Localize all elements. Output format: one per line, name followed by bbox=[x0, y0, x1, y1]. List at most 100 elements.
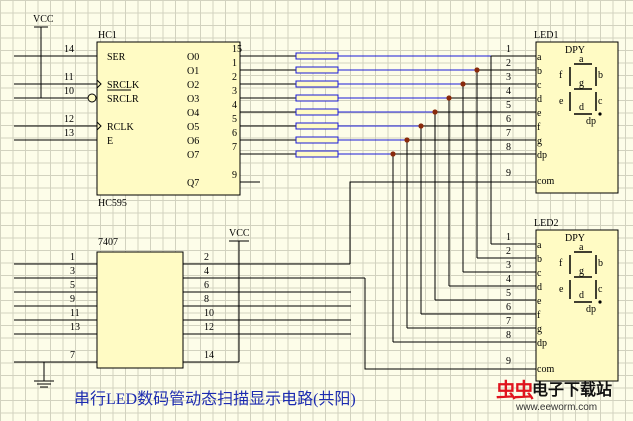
buffer-in-num: 9 bbox=[70, 294, 75, 305]
buffer-part: 7407 bbox=[98, 237, 118, 248]
seg-label-a: a bbox=[579, 242, 584, 253]
hc595-output-num: 4 bbox=[232, 100, 237, 111]
led-pin-num: 9 bbox=[506, 168, 511, 179]
buffer-in-num: 13 bbox=[70, 322, 80, 333]
resistor bbox=[295, 136, 339, 144]
seven-seg-dp-dot bbox=[598, 112, 602, 116]
hc595-pin-num: 11 bbox=[64, 72, 74, 83]
buffer-in-num: 11 bbox=[70, 308, 80, 319]
site-logo: 虫虫 电子下载站 www.eeworm.com bbox=[484, 372, 630, 418]
resistor bbox=[295, 66, 339, 74]
hc595-output-num: 6 bbox=[232, 128, 237, 139]
seg-label-b: b bbox=[598, 258, 603, 269]
led1-ref: LED1 bbox=[534, 30, 558, 41]
led-pin-num: 2 bbox=[506, 246, 511, 257]
led-pin-num: 3 bbox=[506, 72, 511, 83]
seg-label-dp: dp bbox=[586, 116, 596, 127]
hc595-output-name: O2 bbox=[187, 80, 199, 91]
led-pin-name: e bbox=[537, 296, 542, 307]
junction-dot bbox=[404, 137, 410, 143]
led-pin-name: dp bbox=[537, 338, 547, 349]
buffer-in-num: 5 bbox=[70, 280, 75, 291]
hc595-pin-name: E bbox=[107, 136, 113, 147]
hc595-pin-name: SRCLR bbox=[107, 94, 139, 105]
seg-label-g: g bbox=[579, 78, 584, 89]
buffer-out-num: 2 bbox=[204, 252, 209, 263]
hc595-output-num: 7 bbox=[232, 142, 237, 153]
led2-type: DPY bbox=[565, 233, 585, 244]
hc595-chip bbox=[96, 41, 241, 196]
buffer-in-num: 7 bbox=[70, 350, 75, 361]
junction-dot bbox=[460, 81, 466, 87]
junction-dot bbox=[418, 123, 424, 129]
led-pin-name: com bbox=[537, 176, 554, 187]
hc595-output-name: O0 bbox=[187, 52, 199, 63]
hc595-pin-num: 10 bbox=[64, 86, 74, 97]
led-pin-name: f bbox=[537, 122, 541, 133]
led-pin-name: com bbox=[537, 364, 554, 375]
buffer-out-num: 8 bbox=[204, 294, 209, 305]
hc595-output-name: O7 bbox=[187, 150, 199, 161]
hc595-ref: HC1 bbox=[98, 30, 117, 41]
resistor bbox=[295, 94, 339, 102]
seg-label-f: f bbox=[559, 258, 563, 269]
hc595-pin-name: RCLK bbox=[107, 122, 134, 133]
logo-name: 电子下载站 bbox=[532, 380, 613, 399]
hc595-output-name: Q7 bbox=[187, 178, 199, 189]
seg-label-c: c bbox=[598, 284, 603, 295]
hc595-output-num: 15 bbox=[232, 44, 242, 55]
logo-url: www.eeworm.com bbox=[516, 402, 598, 413]
buffer-7407-chip bbox=[96, 251, 184, 369]
seven-seg-dp-dot bbox=[598, 300, 602, 304]
seg-label-f: f bbox=[559, 70, 563, 81]
vcc-label-2: VCC bbox=[229, 228, 250, 239]
hc595-output-num: 5 bbox=[232, 114, 237, 125]
led-pin-num: 1 bbox=[506, 232, 511, 243]
junction-dot bbox=[474, 67, 480, 73]
hc595-output-num: 9 bbox=[232, 170, 237, 181]
buffer-out-num: 6 bbox=[204, 280, 209, 291]
hc595-output-num: 3 bbox=[232, 86, 237, 97]
com-led2-wire bbox=[364, 278, 536, 370]
resistor bbox=[295, 108, 339, 116]
hc595-pin-name: SER bbox=[107, 52, 126, 63]
led-pin-num: 5 bbox=[506, 100, 511, 111]
seg-label-g: g bbox=[579, 266, 584, 277]
led-pin-num: 7 bbox=[506, 128, 511, 139]
seg-label-b: b bbox=[598, 70, 603, 81]
led1-type: DPY bbox=[565, 45, 585, 56]
led-pin-name: f bbox=[537, 310, 541, 321]
buffer-out-num: 14 bbox=[204, 350, 214, 361]
hc595-part: HC595 bbox=[98, 198, 127, 209]
led-pin-name: c bbox=[537, 268, 542, 279]
led2-display bbox=[535, 229, 619, 382]
com-led1-wire bbox=[349, 181, 536, 264]
led-pin-name: b bbox=[537, 66, 542, 77]
seg-label-dp: dp bbox=[586, 304, 596, 315]
led-pin-num: 8 bbox=[506, 142, 511, 153]
buffer-in-num: 1 bbox=[70, 252, 75, 263]
seg-label-d: d bbox=[579, 290, 584, 301]
led-pin-name: b bbox=[537, 254, 542, 265]
hc595-pin-name: SRCLK bbox=[107, 80, 140, 91]
vcc-label-1: VCC bbox=[33, 14, 54, 25]
led2-ref: LED2 bbox=[534, 218, 558, 229]
hc595-output-name: O3 bbox=[187, 94, 199, 105]
hc595-output-name: O4 bbox=[187, 108, 199, 119]
junction-dot bbox=[390, 151, 396, 157]
hc595-pin-num: 12 bbox=[64, 114, 74, 125]
led-pin-num: 6 bbox=[506, 302, 511, 313]
buffer-out-num: 10 bbox=[204, 308, 214, 319]
rclk-clock-icon bbox=[96, 121, 102, 131]
led-pin-name: d bbox=[537, 94, 542, 105]
srclk-clock-icon bbox=[96, 79, 102, 89]
led-pin-num: 4 bbox=[506, 274, 511, 285]
led-pin-num: 8 bbox=[506, 330, 511, 341]
buffer-in-num: 3 bbox=[70, 266, 75, 277]
led-pin-name: c bbox=[537, 80, 542, 91]
led-pin-num: 2 bbox=[506, 58, 511, 69]
buffer-out-num: 4 bbox=[204, 266, 209, 277]
hc595-output-num: 1 bbox=[232, 58, 237, 69]
